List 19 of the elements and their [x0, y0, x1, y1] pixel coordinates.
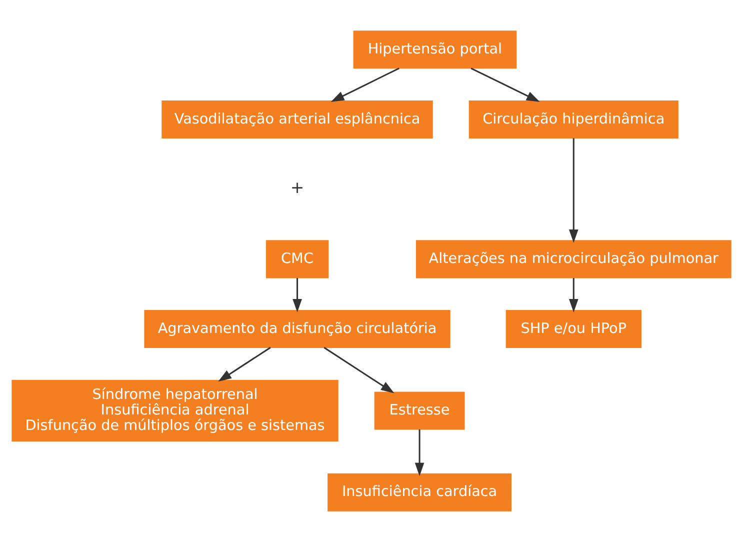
node-box: CMC — [266, 240, 329, 278]
node-box: Vasodilatação arterial esplâncnica — [162, 100, 433, 138]
node-box: Alterações na microcirculação pulmonar — [416, 240, 732, 278]
arrow — [324, 346, 394, 393]
arrow — [568, 138, 578, 242]
node-box: Circulação hiperdinâmica — [468, 100, 678, 138]
arrow — [330, 67, 400, 102]
node-box: SHP e/ou HPoP — [506, 310, 642, 348]
node-box: Agravamento da disfunção circulatória — [144, 310, 450, 348]
node-box: Estresse — [374, 391, 465, 430]
node-box: Insuficiência cardíaca — [328, 472, 512, 511]
arrow — [568, 278, 578, 312]
arrow — [218, 346, 271, 382]
node-box: Síndrome hepatorrenal Insuficiência adrenal Disfunção de múltiplos órgãos e sistemas — [12, 379, 338, 442]
arrow — [470, 67, 540, 102]
node-box: Hipertensão portal — [353, 30, 517, 68]
arrow — [414, 428, 424, 476]
arrow — [292, 278, 302, 312]
label: + — [290, 178, 304, 197]
